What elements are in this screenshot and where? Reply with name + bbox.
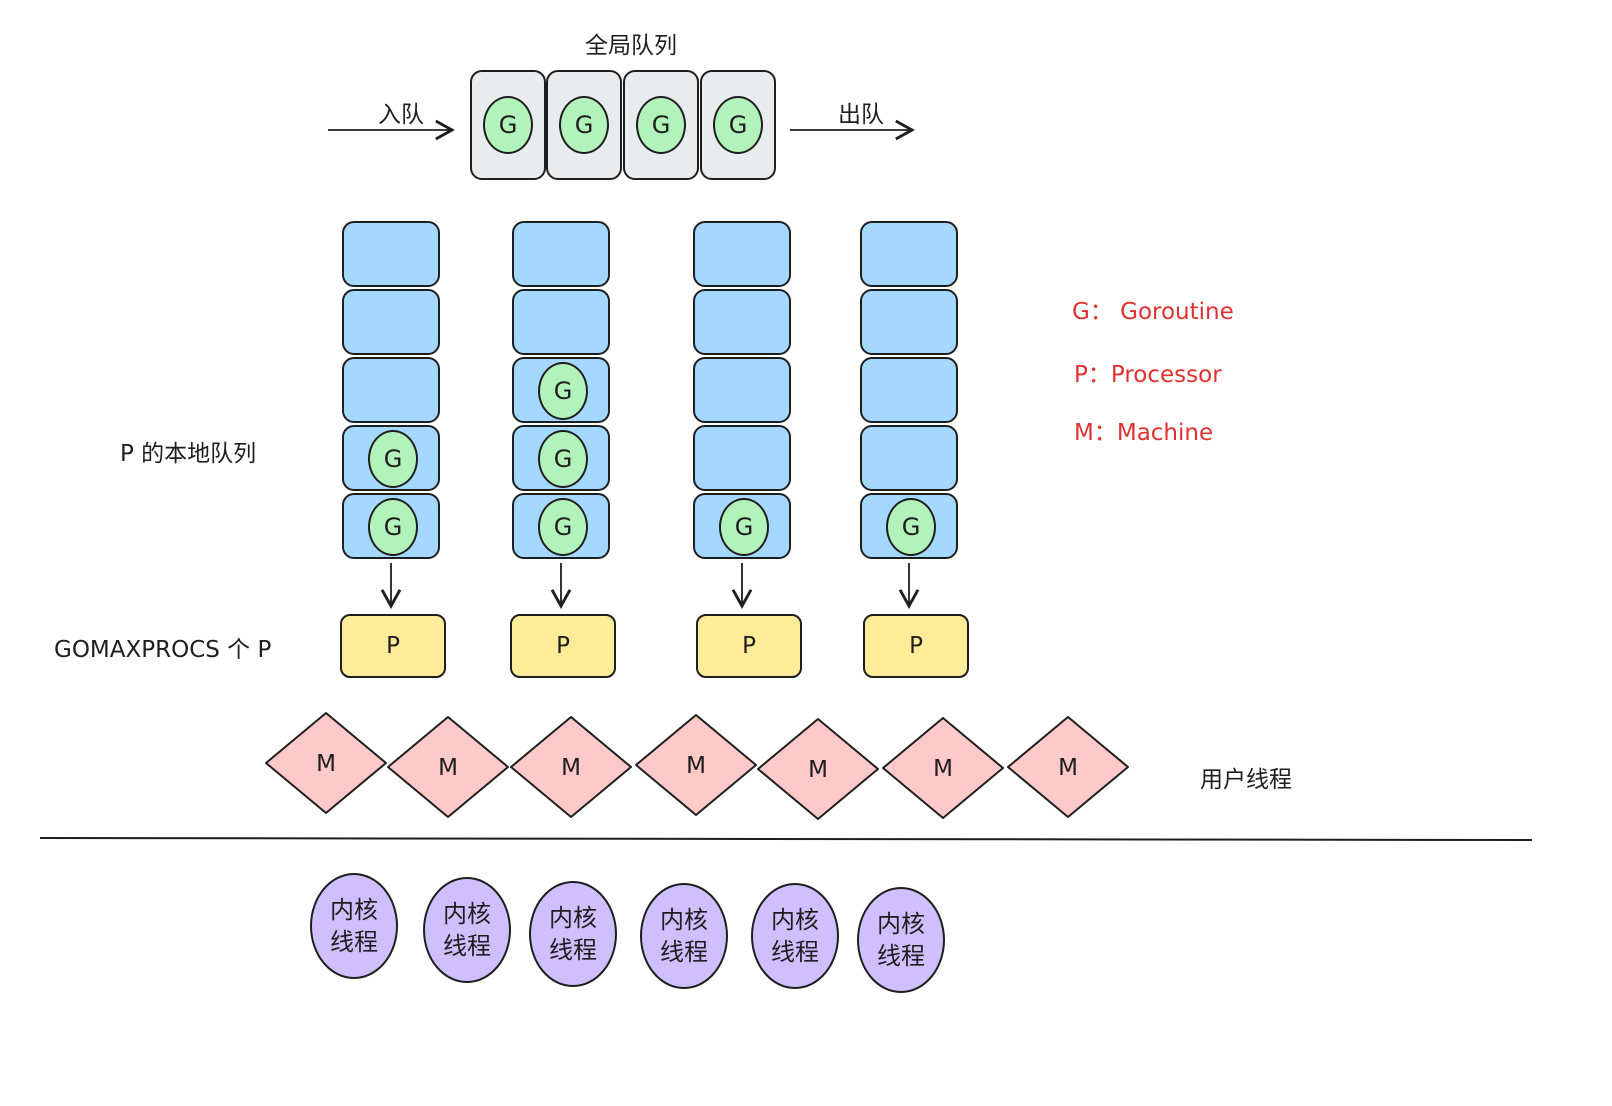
local-queue-slot: G bbox=[512, 425, 610, 491]
machine-label: M bbox=[1058, 755, 1078, 781]
local-queue-slot bbox=[860, 221, 958, 287]
legend-goroutine: G： Goroutine bbox=[1072, 299, 1234, 325]
local-queue-slot bbox=[860, 289, 958, 355]
local-queue-slot bbox=[693, 357, 791, 423]
local-queue-slot bbox=[860, 357, 958, 423]
dequeue-label: 出队 bbox=[838, 102, 884, 128]
legend-machine: M：Machine bbox=[1074, 420, 1214, 446]
machine-label: M bbox=[561, 755, 581, 781]
goroutine: G bbox=[719, 498, 769, 556]
local-queue-slot bbox=[512, 221, 610, 287]
machine-shape bbox=[387, 716, 509, 818]
kernel-thread-label: 内核线程 bbox=[443, 900, 491, 960]
global-queue-slot: G bbox=[546, 70, 622, 180]
kernel-thread-label: 内核线程 bbox=[771, 906, 819, 966]
local-queue-slot bbox=[693, 289, 791, 355]
kernel-thread: 内核线程 bbox=[640, 883, 728, 989]
local-queue-label: P 的本地队列 bbox=[120, 441, 257, 467]
local-queue-slot: G bbox=[693, 493, 791, 559]
kernel-thread: 内核线程 bbox=[310, 873, 398, 979]
kernel-thread-label: 内核线程 bbox=[549, 904, 597, 964]
global-queue-slot: G bbox=[470, 70, 546, 180]
enqueue-label: 入队 bbox=[378, 102, 424, 128]
kernel-thread-label: 内核线程 bbox=[877, 910, 925, 970]
processor: P bbox=[340, 614, 446, 678]
user-thread-label: 用户线程 bbox=[1200, 767, 1292, 793]
kernel-user-divider bbox=[39, 837, 1533, 841]
kernel-thread-label: 内核线程 bbox=[330, 896, 378, 956]
machine-shape bbox=[757, 718, 879, 820]
kernel-thread-label: 内核线程 bbox=[660, 906, 708, 966]
local-queue-slot: G bbox=[512, 493, 610, 559]
kernel-thread: 内核线程 bbox=[529, 881, 617, 987]
local-queue-slot bbox=[512, 289, 610, 355]
machine-shape bbox=[1007, 716, 1129, 818]
machine-label: M bbox=[438, 755, 458, 781]
global-queue-slot: G bbox=[700, 70, 776, 180]
local-queue-slot bbox=[693, 221, 791, 287]
goroutine: G bbox=[636, 96, 686, 154]
local-queue-slot: G bbox=[512, 357, 610, 423]
goroutine: G bbox=[538, 498, 588, 556]
goroutine: G bbox=[713, 96, 763, 154]
machine-shape bbox=[635, 714, 757, 816]
goroutine: G bbox=[368, 498, 418, 556]
machine-label: M bbox=[686, 753, 706, 779]
kernel-thread: 内核线程 bbox=[423, 877, 511, 983]
local-queue-slot bbox=[342, 289, 440, 355]
machine-shape bbox=[265, 712, 387, 814]
kernel-thread: 内核线程 bbox=[751, 883, 839, 989]
goroutine: G bbox=[368, 430, 418, 488]
local-queue-slot: G bbox=[342, 425, 440, 491]
legend-processor: P：Processor bbox=[1074, 362, 1222, 388]
machine-shape bbox=[510, 716, 632, 818]
machine-label: M bbox=[808, 757, 828, 783]
gomaxprocs-label: GOMAXPROCS 个 P bbox=[54, 637, 272, 663]
processor: P bbox=[696, 614, 802, 678]
goroutine: G bbox=[559, 96, 609, 154]
local-queue-slot bbox=[693, 425, 791, 491]
processor: P bbox=[863, 614, 969, 678]
processor: P bbox=[510, 614, 616, 678]
local-queue-slot: G bbox=[860, 493, 958, 559]
local-queue-slot bbox=[342, 221, 440, 287]
global-queue-slot: G bbox=[623, 70, 699, 180]
goroutine: G bbox=[538, 430, 588, 488]
global-queue-title: 全局队列 bbox=[585, 33, 677, 59]
local-queue-slot: G bbox=[342, 493, 440, 559]
kernel-thread: 内核线程 bbox=[857, 887, 945, 993]
machine-label: M bbox=[316, 751, 336, 777]
local-queue-slot bbox=[342, 357, 440, 423]
local-queue-slot bbox=[860, 425, 958, 491]
goroutine: G bbox=[886, 498, 936, 556]
goroutine: G bbox=[483, 96, 533, 154]
goroutine: G bbox=[538, 362, 588, 420]
machine-shape bbox=[882, 717, 1004, 819]
machine-label: M bbox=[933, 756, 953, 782]
